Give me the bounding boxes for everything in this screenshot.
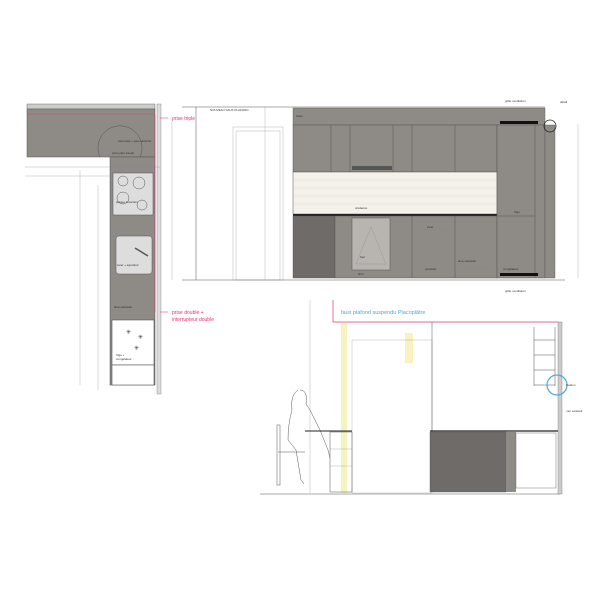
svg-text:frigo: frigo <box>514 210 520 214</box>
induction-hob <box>112 172 154 216</box>
label-plan-travail: prise plan travail <box>112 151 134 155</box>
fridge <box>111 319 155 366</box>
svg-text:congélateur: congélateur <box>503 267 519 271</box>
island <box>429 431 507 493</box>
svg-text:fixation: fixation <box>566 383 576 387</box>
svg-text:interrupteur double: interrupteur double <box>172 317 214 323</box>
plan-view: ✳ ✳ ✳ carrousel + pare-planche prise plan … <box>25 103 214 395</box>
svg-text:évier: évier <box>427 225 434 229</box>
elevation-view: NOUVEAU FAUX PLAFOND hotte crédence four… <box>182 99 579 293</box>
upper-cabinets <box>292 124 498 173</box>
svg-text:tiroir: tiroir <box>358 272 364 276</box>
door-frame <box>232 126 284 281</box>
svg-text:hotte: hotte <box>296 114 303 118</box>
tall-unit: frigo congélateur <box>496 121 556 279</box>
svg-text:✳: ✳ <box>126 329 131 336</box>
label-sink: évier + égouttoir <box>117 263 139 267</box>
prise-triple-label: prise triple <box>172 116 195 122</box>
oven <box>351 217 391 271</box>
upper-shelves <box>533 327 556 386</box>
sink <box>115 235 153 275</box>
svg-text:grille ventilation: grille ventilation <box>505 99 526 103</box>
corner-cabinet <box>26 108 156 158</box>
svg-text:✳: ✳ <box>134 345 139 352</box>
person-figure <box>276 389 331 486</box>
detail-circle <box>543 119 557 133</box>
lower-cabinets: four tiroir évier poubelle lave-vaissell… <box>292 215 498 279</box>
svg-text:poubelle: poubelle <box>425 267 437 271</box>
svg-text:grille ventilation: grille ventilation <box>505 289 526 293</box>
svg-text:lave-vaisselle: lave-vaisselle <box>458 259 476 263</box>
svg-text:four: four <box>360 255 365 259</box>
svg-text:✳: ✳ <box>138 334 143 341</box>
section-ceiling-label: faux plafond suspendu Placoplâtre <box>341 310 425 316</box>
label-lave: lave-vaisselle <box>114 305 132 309</box>
wall-top <box>26 103 156 110</box>
svg-text:mur existant: mur existant <box>566 409 583 413</box>
prise-double-label: prise double + <box>172 310 204 316</box>
ceiling-label: NOUVEAU FAUX PLAFOND <box>210 108 249 112</box>
section-view: faux plafond suspendu Placoplâtre fixati… <box>260 300 583 495</box>
detail-highlight-circle <box>546 374 568 396</box>
label-corner: carrousel + pare-planche <box>118 139 152 143</box>
svg-text:détail: détail <box>560 100 568 104</box>
carousel-swing <box>97 125 143 158</box>
label-induction: plaque induction <box>116 200 138 204</box>
svg-text:congélateur: congélateur <box>116 357 132 361</box>
label-fridge: frigo + <box>116 353 125 357</box>
wall-right <box>156 103 162 395</box>
svg-text:crédence: crédence <box>355 206 368 210</box>
backsplash <box>292 171 498 215</box>
